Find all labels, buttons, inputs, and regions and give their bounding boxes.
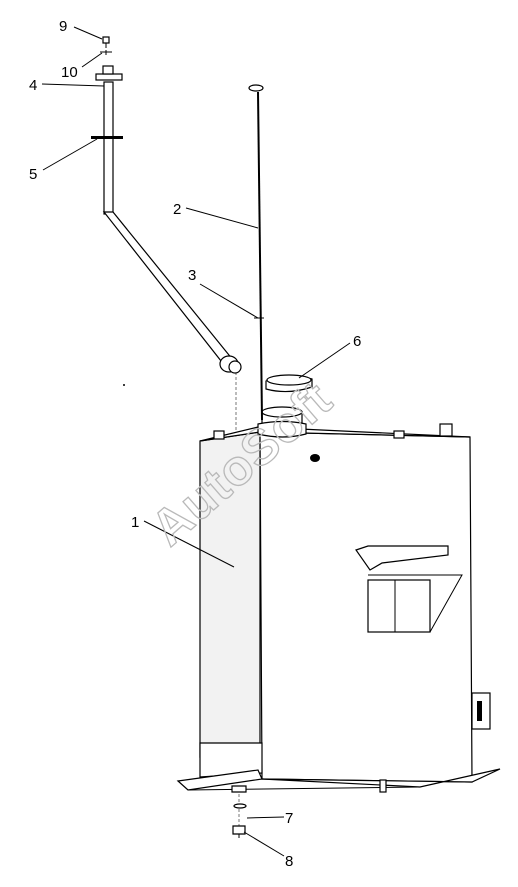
- drain-washer: [233, 803, 247, 809]
- leader-9: [73, 26, 103, 40]
- stray-dot: [123, 384, 125, 386]
- callout-5: 5: [29, 166, 37, 183]
- tank-front-face: [259, 431, 473, 783]
- leader-7: [246, 816, 285, 819]
- leader-8: [243, 831, 285, 857]
- breather-washer: [100, 50, 112, 55]
- drain-plug: [232, 825, 246, 838]
- leader-6: [298, 342, 351, 379]
- breather-pipe: [91, 65, 242, 374]
- pipe-clamp-ring: [91, 136, 123, 139]
- callout-2: 2: [173, 201, 181, 218]
- tank-top-fitting-mid: [393, 430, 405, 439]
- callout-9: 9: [59, 18, 67, 35]
- callout-1: 1: [131, 514, 139, 531]
- callout-7: 7: [285, 810, 293, 827]
- tank-top-fitting-right: [439, 423, 453, 437]
- breather-bolt: [102, 36, 110, 48]
- leader-10: [81, 52, 103, 68]
- tank-base-frame: [176, 742, 501, 793]
- tank-assembly: [176, 372, 501, 828]
- callout-6: 6: [353, 333, 361, 350]
- callout-10: 10: [61, 64, 78, 81]
- callout-labels: 9 10 4 5 2 3 6 1 7 8: [29, 18, 361, 870]
- tank-top-fitting-left: [213, 430, 225, 440]
- dipstick: [248, 84, 264, 421]
- tank-top-hole: [310, 454, 320, 462]
- callout-4: 4: [29, 77, 37, 94]
- leader-3: [199, 283, 259, 319]
- leader-5: [42, 138, 98, 171]
- callout-8: 8: [285, 853, 293, 870]
- leader-2: [185, 207, 259, 229]
- leader-1: [143, 520, 235, 568]
- leader-lines: [41, 26, 351, 857]
- sight-gauge-bracket: [355, 545, 463, 633]
- callout-3: 3: [188, 267, 196, 284]
- tank-side-clip-slot: [477, 701, 482, 721]
- leader-4: [41, 83, 105, 87]
